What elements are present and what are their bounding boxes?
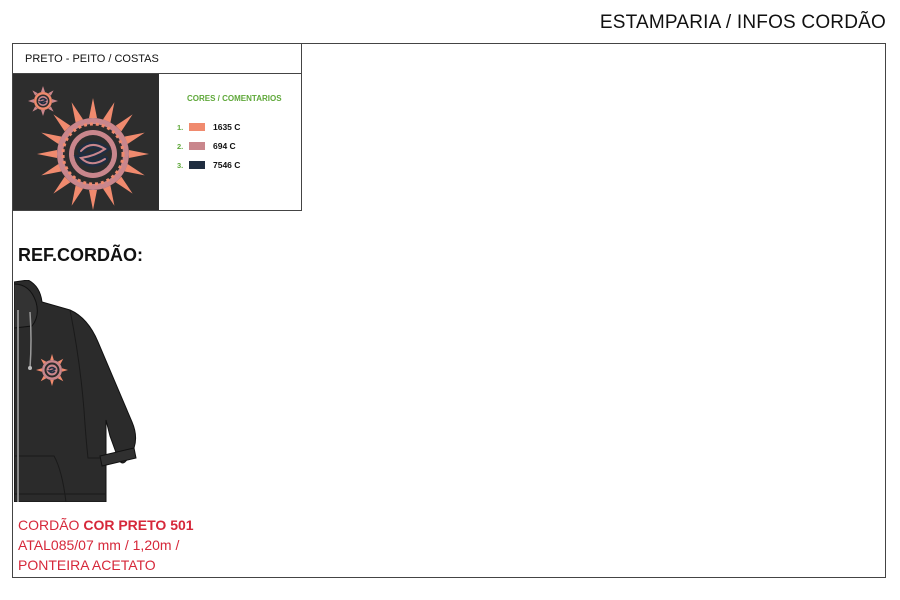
color-number: 3. bbox=[177, 160, 184, 170]
small-sun-icon bbox=[28, 86, 58, 116]
color-row: 1. 1635 C bbox=[177, 121, 240, 133]
cord-info: CORDÃO COR PRETO 501 ATAL085/07 mm / 1,2… bbox=[18, 515, 194, 575]
color-code: 1635 C bbox=[213, 122, 241, 132]
colors-panel: CORES / COMENTARIOS 1. 1635 C 2. 694 C 3… bbox=[159, 74, 301, 210]
reference-title: REF.CORDÃO: bbox=[18, 245, 143, 265]
color-row: 2. 694 C bbox=[177, 140, 236, 152]
cord-prefix: CORDÃO bbox=[18, 517, 84, 533]
color-code: 694 C bbox=[213, 141, 236, 151]
artwork-preview bbox=[13, 74, 159, 210]
artwork-box: PRETO - PEITO / COSTAS bbox=[12, 43, 302, 211]
color-chip bbox=[189, 123, 205, 131]
cord-info-line-2: ATAL085/07 mm / 1,20m / bbox=[18, 537, 180, 553]
color-row: 3. 7546 C bbox=[177, 159, 240, 171]
sun-logo-artwork bbox=[28, 86, 149, 210]
chest-logo-icon bbox=[36, 354, 68, 386]
color-number: 2. bbox=[177, 141, 184, 151]
cord-info-line-1: CORDÃO COR PRETO 501 bbox=[18, 515, 194, 535]
placement-label: PRETO - PEITO / COSTAS bbox=[13, 44, 301, 74]
color-number: 1. bbox=[177, 122, 184, 132]
cord-color: COR PRETO 501 bbox=[83, 517, 194, 533]
hoodie-illustration bbox=[13, 279, 144, 503]
document-frame bbox=[12, 43, 886, 578]
colors-title: CORES / COMENTARIOS bbox=[187, 94, 282, 103]
color-code: 7546 C bbox=[213, 160, 241, 170]
hoodie-icon bbox=[13, 279, 137, 503]
cord-info-line-3: PONTEIRA ACETATO bbox=[18, 557, 156, 573]
page-title: ESTAMPARIA / INFOS CORDÃO bbox=[599, 12, 886, 33]
color-chip bbox=[189, 161, 205, 169]
color-chip bbox=[189, 142, 205, 150]
large-sun-icon bbox=[37, 98, 149, 210]
